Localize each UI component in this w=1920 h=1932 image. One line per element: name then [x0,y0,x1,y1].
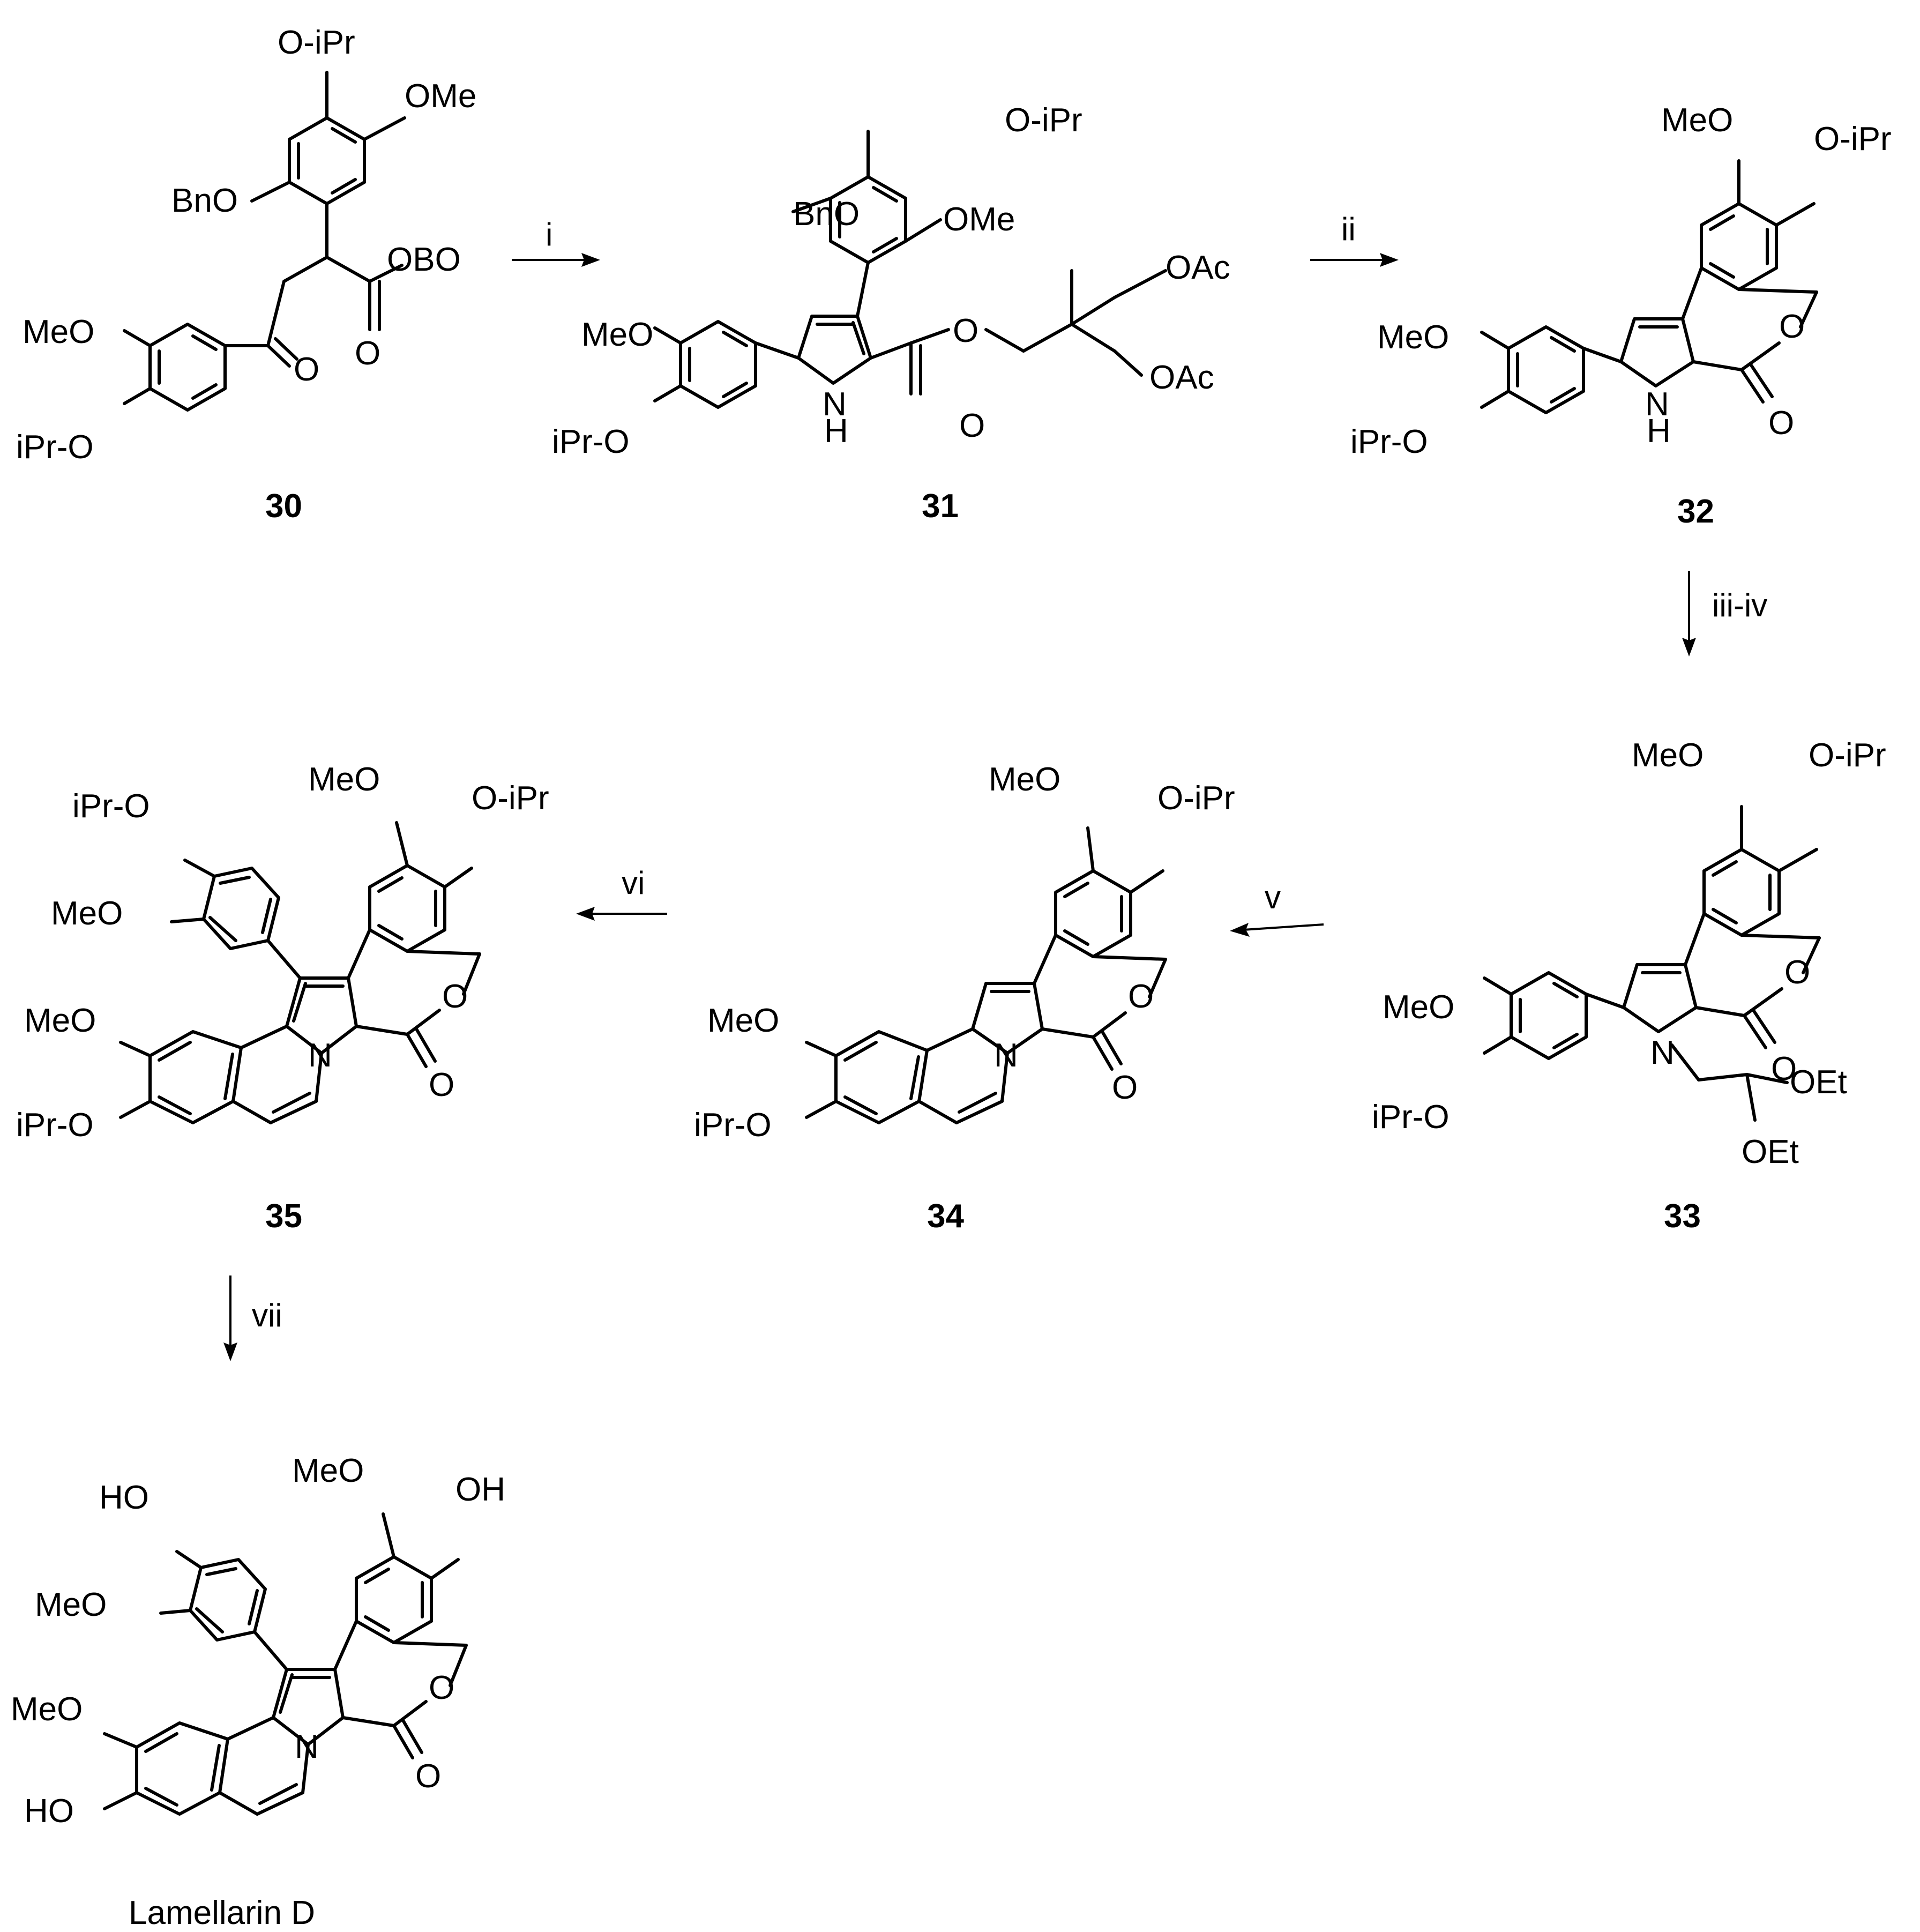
meo-top-label: MeO [292,1452,364,1489]
nh-n-label: N [823,386,847,423]
meo-label: MeO [707,1002,779,1039]
compound-label-lamellarin-d: Lamellarin D [129,1894,315,1931]
oet-label-1: OEt [1790,1064,1847,1101]
reagent-label-vi: vi [622,865,645,901]
ipro-label: iPr-O [16,1107,94,1144]
arrow-step-iii-iv: iii-iv [1682,571,1767,657]
carbonyl-o-label: O [415,1758,441,1795]
compound-30: O-iPr OMe BnO OBO O O MeO iPr-O 30 [16,24,476,525]
carbonyl-o-label: O [959,407,985,444]
meo-label: MeO [581,316,653,353]
meo-top-label: MeO [1661,102,1733,139]
compound-label-30: 30 [265,488,302,525]
n-label: N [308,1037,332,1074]
carbonyl-o-label: O [429,1066,454,1103]
nh-h-label: H [824,413,848,450]
o-ipr-label: O-iPr [1814,121,1892,158]
ester-o-label: O [953,312,978,349]
o-ipr-label: O-iPr [1005,102,1082,139]
meo-top-label: MeO [989,761,1060,798]
reagent-label-ii: ii [1341,211,1356,247]
ester-o-label: O [355,335,380,372]
ring-o-label: O [429,1669,454,1706]
ipro-label: iPr-O [552,423,630,460]
arrow-step-vi: vi [576,865,667,921]
ipro-label: iPr-O [1372,1099,1450,1136]
bno-label: BnO [171,182,238,219]
meo-label: MeO [1377,319,1449,356]
ho-top-label: HO [99,1479,149,1516]
ho-label: HO [24,1793,74,1830]
nh-h-label: H [1647,413,1671,450]
n-label: N [994,1037,1018,1074]
ome-label: OMe [405,78,476,115]
ring-o-label: O [1128,978,1154,1015]
compound-label-33: 33 [1664,1198,1701,1235]
obo-label: OBO [387,241,461,278]
oet-label-2: OEt [1742,1133,1799,1170]
ipro-top-label: iPr-O [72,788,150,825]
o-ipr-label: O-iPr [472,780,549,817]
carbonyl-o-label: O [1112,1069,1138,1106]
ipro-label: iPr-O [694,1107,772,1144]
compound-35: MeO O-iPr iPr-O MeO O O MeO iPr-O N 35 [16,761,549,1235]
ring-o-label: O [442,978,468,1015]
compound-lamellarin-d: MeO OH HO MeO O O MeO HO N Lamellarin D [11,1452,505,1931]
compound-label-32: 32 [1677,493,1714,530]
meo-label: MeO [24,1002,96,1039]
ipro-label: iPr-O [1350,423,1428,460]
n-label: N [295,1728,319,1765]
ring-o-label: O [1779,308,1805,345]
reagent-label-i: i [546,217,552,252]
arrow-step-vii: vii [223,1275,282,1361]
n-label: N [1650,1034,1675,1071]
ring-o-label: O [1784,954,1810,991]
compound-33: MeO O-iPr O O MeO iPr-O N OEt OEt 33 [1372,737,1886,1235]
meo-aryl-label: MeO [35,1586,107,1623]
ome-label: OMe [943,201,1015,238]
arrow-step-ii: ii [1310,211,1399,267]
meo-aryl-label: MeO [51,895,123,932]
compound-label-34: 34 [927,1198,964,1235]
carbonyl-o-label: O [1771,1050,1797,1087]
bno-label: BnO [793,196,860,233]
o-ipr-label: O-iPr [1809,737,1886,774]
compound-34: MeO O-iPr O O MeO iPr-O N 34 [694,761,1235,1235]
arrow-step-i: i [512,217,600,267]
meo-label: MeO [11,1691,83,1728]
nh-n-label: N [1645,386,1669,423]
reagent-label-vii: vii [252,1297,282,1333]
compound-32: MeO O-iPr O O MeO iPr-O N H 32 [1350,102,1892,530]
meo-top-label: MeO [1632,737,1704,774]
o-ipr-label: O-iPr [278,24,355,61]
reagent-label-iii-iv: iii-iv [1712,587,1767,623]
meo-top-label: MeO [308,761,380,798]
o-ipr-label: O-iPr [1157,780,1235,817]
keto-o-label: O [294,351,319,388]
arrow-step-v: v [1230,879,1324,937]
meo-label: MeO [23,314,94,350]
reagent-label-v: v [1265,879,1281,915]
compound-label-31: 31 [922,488,959,525]
carbonyl-o-label: O [1768,405,1794,442]
compound-label-35: 35 [265,1198,302,1235]
oh-label: OH [455,1471,505,1508]
ipro-label: iPr-O [16,429,94,466]
oac-label-2: OAc [1149,359,1214,396]
oac-label-1: OAc [1166,249,1230,286]
meo-label: MeO [1383,989,1454,1026]
compound-31: O-iPr BnO OMe OAc OAc O O MeO iPr-O N H … [552,102,1230,525]
